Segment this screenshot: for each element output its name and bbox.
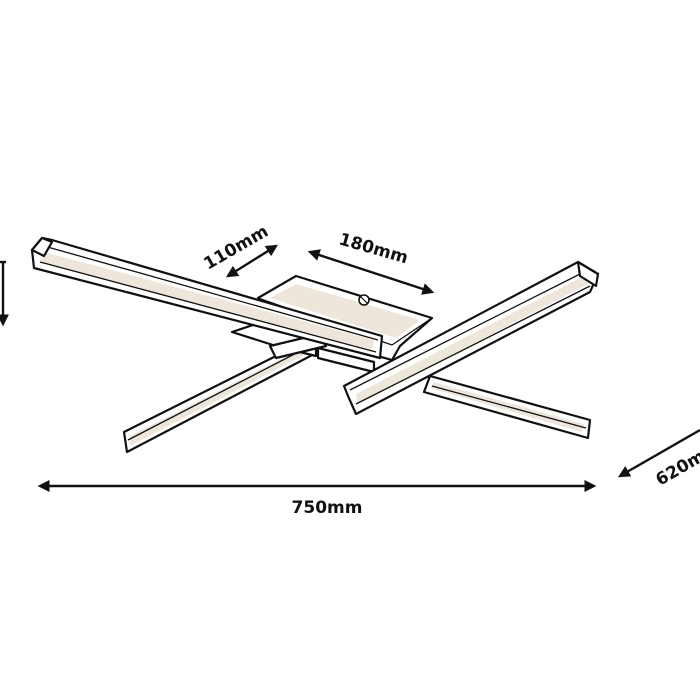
width-dimension: 750mm	[37, 480, 597, 518]
depth-label: 620mm	[653, 438, 700, 491]
base-depth-label: 110mm	[201, 222, 272, 275]
base-length-label: 180mm	[337, 230, 411, 269]
ceiling-lamp-illustration	[30, 236, 600, 454]
height-dimension	[0, 260, 9, 327]
base-depth-dimension: 110mm	[201, 222, 279, 278]
upper-right-arm	[342, 260, 600, 416]
width-label: 750mm	[292, 498, 363, 518]
depth-dimension: 620mm	[617, 428, 700, 491]
base-length-dimension: 180mm	[307, 230, 435, 295]
lower-right-arm	[422, 374, 592, 440]
upper-left-arm	[30, 236, 384, 360]
lower-left-arm	[122, 336, 320, 454]
